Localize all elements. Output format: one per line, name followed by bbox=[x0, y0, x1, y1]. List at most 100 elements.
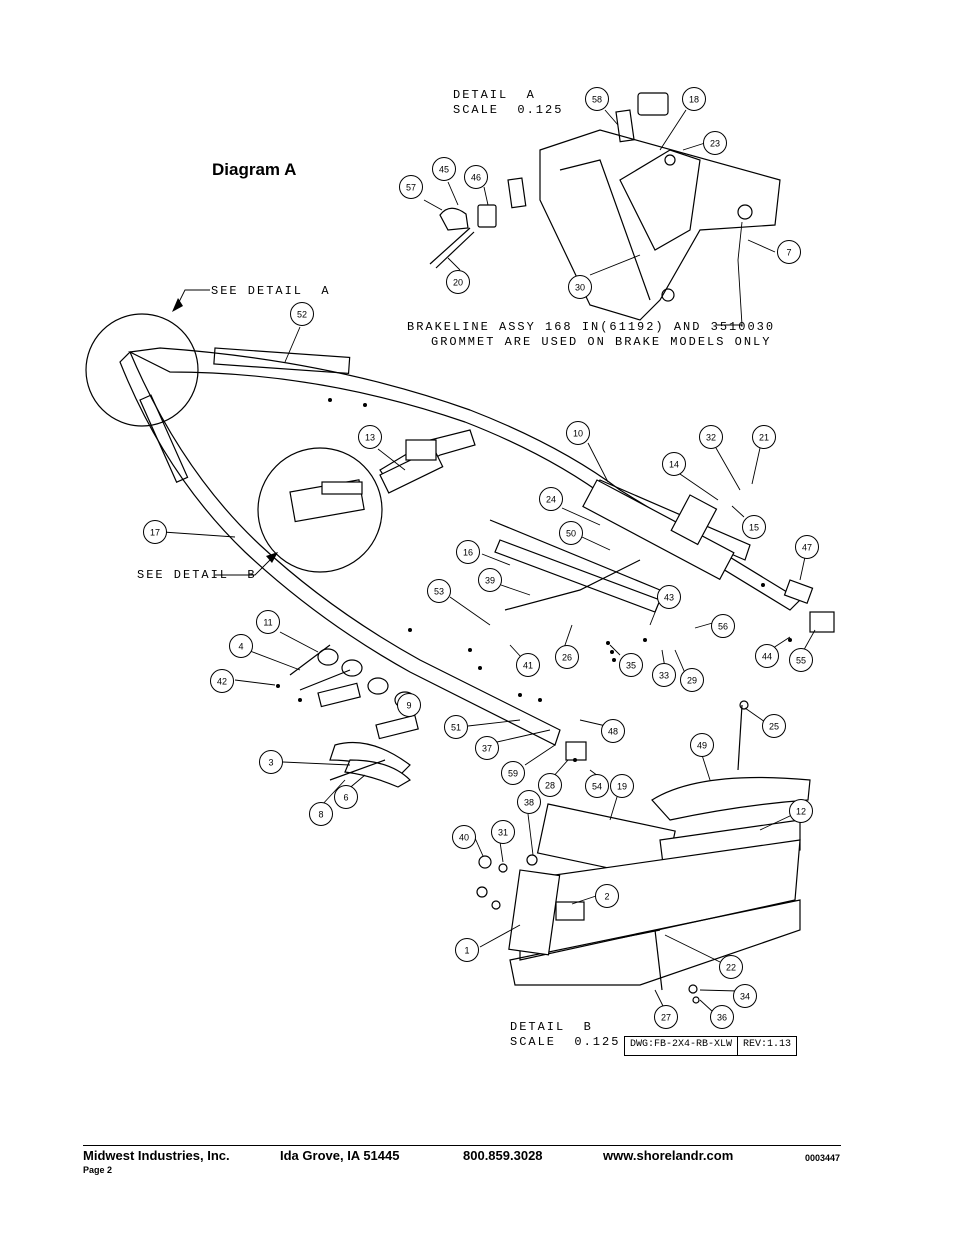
callout-number: 24 bbox=[546, 495, 556, 505]
callout-21: 21 bbox=[752, 425, 776, 449]
callout-48: 48 bbox=[601, 719, 625, 743]
callout-circle bbox=[229, 634, 253, 658]
callout-circle bbox=[358, 425, 382, 449]
callout-number: 35 bbox=[626, 661, 636, 671]
callout-number: 41 bbox=[523, 661, 533, 671]
callout-55: 55 bbox=[789, 648, 813, 672]
callout-number: 30 bbox=[575, 283, 585, 293]
callout-34: 34 bbox=[733, 984, 757, 1008]
callout-number: 2 bbox=[604, 892, 609, 902]
callout-circle bbox=[432, 157, 456, 181]
callout-circle bbox=[703, 131, 727, 155]
callout-number: 55 bbox=[796, 656, 806, 666]
callout-number: 59 bbox=[508, 769, 518, 779]
see-detail-b-label: SEE DETAIL B bbox=[137, 568, 257, 582]
callout-circle bbox=[789, 648, 813, 672]
callout-circle bbox=[682, 87, 706, 111]
callout-23: 23 bbox=[703, 131, 727, 155]
footer-rule bbox=[83, 1145, 841, 1146]
footer-website[interactable]: www.shorelandr.com bbox=[603, 1148, 734, 1163]
callout-19: 19 bbox=[610, 774, 634, 798]
callout-32: 32 bbox=[699, 425, 723, 449]
callout-number: 9 bbox=[406, 701, 411, 711]
callout-number: 18 bbox=[689, 95, 699, 105]
callout-39: 39 bbox=[478, 568, 502, 592]
callout-35: 35 bbox=[619, 653, 643, 677]
detail-b-title: DETAIL B bbox=[510, 1020, 593, 1034]
callout-circle bbox=[680, 668, 704, 692]
brake-note-line1: BRAKELINE ASSY 168 IN(61192) AND 3510030 bbox=[407, 320, 776, 334]
callout-31: 31 bbox=[491, 820, 515, 844]
callout-circle bbox=[452, 825, 476, 849]
drawing-revision: REV:1.13 bbox=[737, 1037, 796, 1055]
see-detail-a-label: SEE DETAIL A bbox=[211, 284, 331, 298]
callout-circle bbox=[566, 421, 590, 445]
callout-28: 28 bbox=[538, 773, 562, 797]
footer-city: Ida Grove, IA 51445 bbox=[280, 1148, 400, 1163]
callout-36: 36 bbox=[710, 1005, 734, 1029]
callout-circle bbox=[755, 644, 779, 668]
callout-number: 13 bbox=[365, 433, 375, 443]
callout-13: 13 bbox=[358, 425, 382, 449]
callout-circle bbox=[762, 714, 786, 738]
callout-circle bbox=[309, 802, 333, 826]
callout-circle bbox=[478, 568, 502, 592]
callout-circle bbox=[733, 984, 757, 1008]
callout-circle bbox=[397, 693, 421, 717]
callout-circle bbox=[446, 270, 470, 294]
callout-circle bbox=[399, 175, 423, 199]
callout-circle bbox=[585, 774, 609, 798]
callout-47: 47 bbox=[795, 535, 819, 559]
callout-57: 57 bbox=[399, 175, 423, 199]
callout-number: 22 bbox=[726, 963, 736, 973]
callout-circle bbox=[610, 774, 634, 798]
callout-8: 8 bbox=[309, 802, 333, 826]
callout-1: 1 bbox=[455, 938, 479, 962]
callout-circle bbox=[456, 540, 480, 564]
callout-number: 57 bbox=[406, 183, 416, 193]
callout-17: 17 bbox=[143, 520, 167, 544]
footer-doc-number: 0003447 bbox=[805, 1153, 841, 1163]
callout-number: 16 bbox=[463, 548, 473, 558]
detail-a-hitch bbox=[429, 92, 781, 326]
callout-circle bbox=[699, 425, 723, 449]
callout-circle bbox=[777, 240, 801, 264]
callout-20: 20 bbox=[446, 270, 470, 294]
callout-circle bbox=[475, 736, 499, 760]
detail-a-title: DETAIL A bbox=[453, 88, 536, 102]
callout-9: 9 bbox=[397, 693, 421, 717]
callout-circle bbox=[517, 790, 541, 814]
callout-45: 45 bbox=[432, 157, 456, 181]
callout-41: 41 bbox=[516, 653, 540, 677]
callout-circle bbox=[455, 938, 479, 962]
callout-circle bbox=[464, 165, 488, 189]
callout-25: 25 bbox=[762, 714, 786, 738]
callout-circle bbox=[539, 487, 563, 511]
callout-circle bbox=[789, 799, 813, 823]
callout-22: 22 bbox=[719, 955, 743, 979]
callout-number: 51 bbox=[451, 723, 461, 733]
callout-circle bbox=[568, 275, 592, 299]
callout-number: 17 bbox=[150, 528, 160, 538]
callout-number: 4 bbox=[238, 642, 243, 652]
callout-circle bbox=[559, 521, 583, 545]
callout-circle bbox=[491, 820, 515, 844]
callout-number: 56 bbox=[718, 622, 728, 632]
callout-29: 29 bbox=[680, 668, 704, 692]
callout-circle bbox=[690, 733, 714, 757]
callout-44: 44 bbox=[755, 644, 779, 668]
callout-number: 12 bbox=[796, 807, 806, 817]
callout-42: 42 bbox=[210, 669, 234, 693]
callout-number: 53 bbox=[434, 587, 444, 597]
callout-circle bbox=[795, 535, 819, 559]
callout-59: 59 bbox=[501, 761, 525, 785]
callout-circle bbox=[652, 663, 676, 687]
callout-number: 33 bbox=[659, 671, 669, 681]
callout-2: 2 bbox=[595, 884, 619, 908]
callout-43: 43 bbox=[657, 585, 681, 609]
callout-number: 42 bbox=[217, 677, 227, 687]
callout-number: 52 bbox=[297, 310, 307, 320]
callout-number: 34 bbox=[740, 992, 750, 1002]
